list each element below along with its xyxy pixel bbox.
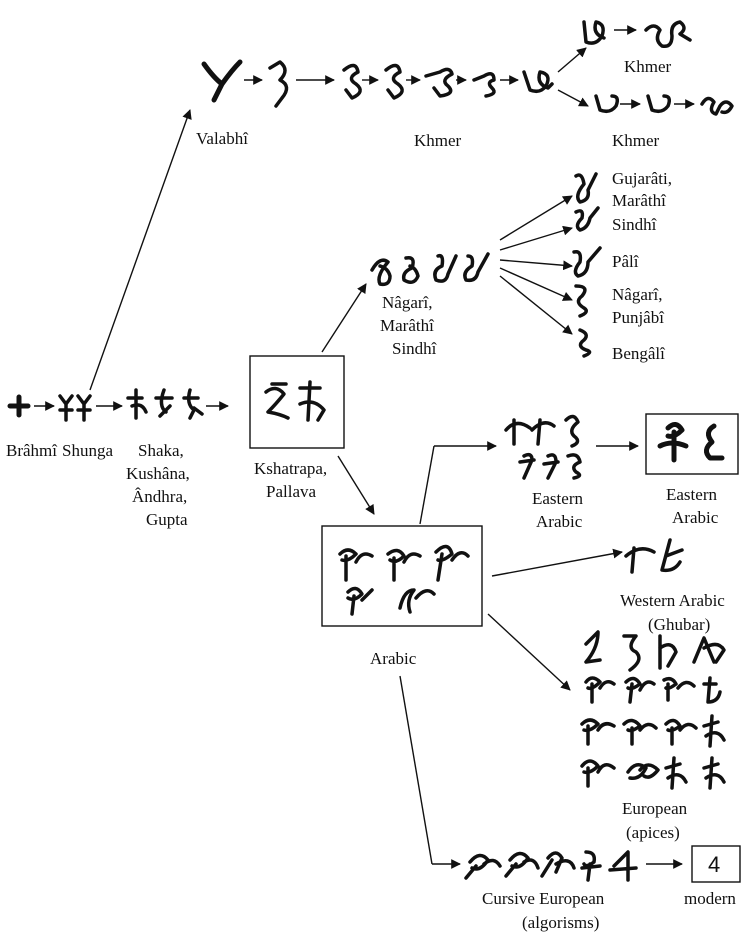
arrow-shunga-valabhi <box>89 109 192 391</box>
label-european-2: (apices) <box>626 823 680 842</box>
valabhi-chain-glyph-1 <box>268 60 289 108</box>
shunga-glyph <box>58 394 92 422</box>
label-bengali: Bengâlî <box>612 344 666 363</box>
valabhi-chain-glyph-3 <box>384 63 404 100</box>
kshatrapa-box <box>249 355 345 449</box>
arrow-fan-nagari <box>499 267 573 301</box>
khmer-right-glyph-3 <box>700 96 734 116</box>
valabhi-chain-glyph-5 <box>472 72 496 98</box>
label-nagari-1: Nâgarî, <box>382 293 433 312</box>
label-western-arabic-1: Western Arabic <box>620 591 725 610</box>
label-sindhi: Sindhî <box>612 215 658 234</box>
label-nagari-3: Sindhî <box>392 339 438 358</box>
label-valabhi: Valabhî <box>196 129 249 148</box>
label-kshatrapa-2: Pallava <box>266 482 316 501</box>
label-eastern-arabic-box-1: Eastern <box>666 485 717 504</box>
european-apices-glyphs <box>580 630 726 790</box>
arrow-fan-gujarati <box>499 195 573 241</box>
valabhi-chain-glyph-2 <box>342 63 362 100</box>
label-european-1: European <box>622 799 688 818</box>
valabhi-chain-glyph-4 <box>424 67 454 98</box>
cursive-european-glyphs <box>464 850 638 882</box>
label-gujarati-2: Marâthî <box>612 191 667 210</box>
modern-digit: 4 <box>708 852 720 877</box>
label-nagari-punjabi-2: Punjâbî <box>612 308 665 327</box>
label-western-arabic-2: (Ghubar) <box>648 615 710 634</box>
nagari-glyphs <box>370 252 490 287</box>
arrow-kshatrapa-nagari <box>321 283 367 353</box>
brahmi-glyph <box>7 394 31 418</box>
arrow-khmer-top <box>557 47 587 73</box>
label-khmer-mid: Khmer <box>414 131 462 150</box>
label-pali: Pâlî <box>612 252 640 271</box>
eastern-arabic-box <box>645 413 739 475</box>
label-gujarati-1: Gujarâti, <box>612 169 672 188</box>
label-kshatrapa-1: Kshatrapa, <box>254 459 327 478</box>
arrow-fan-sindhi <box>499 225 573 251</box>
arrow-fan-pali <box>499 259 573 271</box>
bengali-glyph <box>578 328 592 358</box>
khmer-top-glyph-1 <box>582 20 606 45</box>
arrow-arabic-european <box>487 613 571 691</box>
label-shaka-2: Kushâna, <box>126 464 190 483</box>
label-shaka-4: Gupta <box>146 510 188 529</box>
eastern-arabic-box-glyphs <box>657 422 725 463</box>
label-shaka-3: Ândhra, <box>132 487 187 506</box>
arrow-arabic-western <box>491 548 623 577</box>
pali-glyph <box>572 246 602 278</box>
arrow-fan-bengali <box>499 275 573 335</box>
label-arabic: Arabic <box>370 649 417 668</box>
khmer-right-glyph-2 <box>646 94 672 114</box>
shaka-glyphs <box>126 388 204 420</box>
arrow-arabic-eastern-up <box>419 445 435 525</box>
label-cursive-1: Cursive European <box>482 889 605 908</box>
punjabi-glyph <box>574 284 588 318</box>
khmer-right-glyph-1 <box>594 94 620 114</box>
western-arabic-glyphs <box>624 538 684 574</box>
arrow-arabic-cursive-down <box>399 675 433 865</box>
modern-box <box>691 845 741 883</box>
arabic-glyphs <box>338 544 470 616</box>
khmer-top-glyph-2 <box>644 20 692 49</box>
eastern-arabic-glyphs <box>504 414 582 480</box>
label-nagari-punjabi-1: Nâgarî, <box>612 285 663 304</box>
valabhi-glyph <box>201 59 243 103</box>
arabic-box <box>321 525 483 627</box>
label-shunga: Shunga <box>62 441 113 460</box>
label-brahmi: Brâhmî <box>6 441 58 460</box>
label-eastern-arabic-1: Eastern <box>532 489 583 508</box>
label-eastern-arabic-2: Arabic <box>536 512 583 531</box>
gujarati-glyph <box>574 172 598 204</box>
label-eastern-arabic-box-2: Arabic <box>672 508 719 527</box>
arrow-kshatrapa-arabic <box>337 455 375 515</box>
label-khmer-top: Khmer <box>624 57 672 76</box>
kshatrapa-glyphs <box>264 380 326 422</box>
label-shaka-1: Shaka, <box>138 441 184 460</box>
label-modern: modern <box>684 889 736 908</box>
label-nagari-2: Marâthî <box>380 316 435 335</box>
sindhi-glyph <box>574 206 600 232</box>
label-khmer-right: Khmer <box>612 131 660 150</box>
valabhi-chain-glyph-6 <box>522 70 554 94</box>
arrow-khmer-right <box>557 89 589 107</box>
label-cursive-2: (algorisms) <box>522 913 599 932</box>
